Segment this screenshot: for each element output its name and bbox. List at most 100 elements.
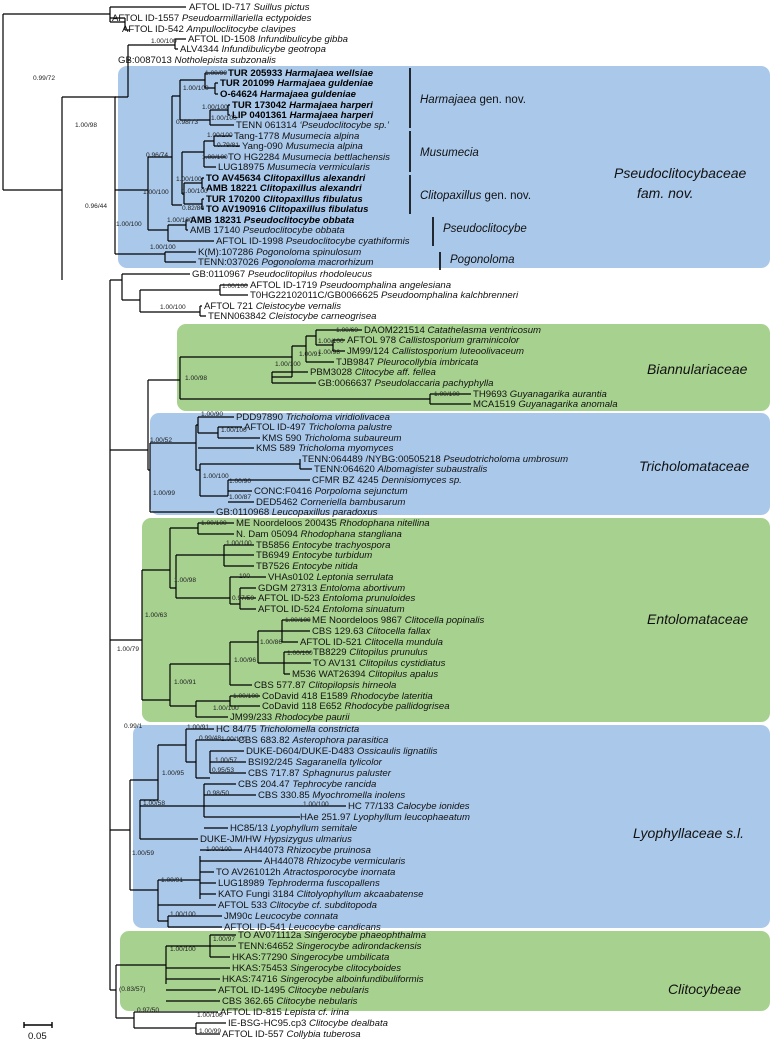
support-value: 1.00/100 xyxy=(222,283,248,290)
taxon-hc8475: HC 84/75 Tricholomella constricta xyxy=(216,724,359,735)
taxon-codavid118: CoDavid 118 E652 Rhodocybe pallidogrisea xyxy=(262,701,450,712)
taxon-code: AFTOL ID-497 xyxy=(244,422,309,433)
taxon-name: Asterophora parasitica xyxy=(291,735,388,746)
taxon-lug18989: LUG18989 Tephroderma fuscopallens xyxy=(218,878,380,889)
support-value: 1.00/100 xyxy=(202,154,228,161)
support-value: 1.00/63 xyxy=(145,612,167,619)
taxon-harm-harp2: LIP 0401361 Harmajaea harperi xyxy=(232,110,373,121)
taxon-name: Clitocybe cf. subditopoda xyxy=(270,900,377,911)
taxon-name: Clitopilus prunulus xyxy=(349,647,428,658)
support-value: 1.00/100 xyxy=(211,115,237,122)
taxon-aftol541: AFTOL ID-541 Leucocybe candicans xyxy=(224,922,381,933)
taxon-name: Corneriella bambusarum xyxy=(300,497,405,508)
taxon-name: Harmajaea harperi xyxy=(289,110,373,121)
taxon-code: AFTOL ID-815 xyxy=(220,1007,285,1018)
support-value: 1.00/57 xyxy=(215,757,237,764)
taxon-name: Clitocybe nebularis xyxy=(276,996,357,1007)
family-label-lyophyllaceae-name: Lyophyllaceae s.l. xyxy=(633,825,744,841)
support-value: 1.00/87 xyxy=(229,494,251,501)
support-value: 1.00/100 xyxy=(285,617,311,624)
support-value: 0.96/44 xyxy=(85,203,107,210)
taxon-name: Rhodophana stangliana xyxy=(301,529,402,540)
taxon-name: Singerocybe adirondackensis xyxy=(296,941,422,952)
taxon-aftol557: AFTOL ID-557 Collybia tuberosa xyxy=(222,1029,361,1040)
taxon-aftol1719: AFTOL ID-1719 Pseudoomphalina angelesian… xyxy=(250,280,451,291)
taxon-code: GB:0110967 xyxy=(192,269,248,280)
genus-brackets: Harmajaea gen. nov.MusumeciaClitopaxillu… xyxy=(409,68,531,270)
taxon-code: TENN:064489 /NYBG:00505218 xyxy=(302,454,443,465)
taxon-kato3184: KATO Fungi 3184 Clitolyophyllum akcaabat… xyxy=(218,889,424,900)
taxon-code: TO HG2284 xyxy=(228,152,282,163)
support-value: 1.00/100 xyxy=(434,391,460,398)
support-value: 1.00/91 xyxy=(174,679,196,686)
taxon-code: CBS 362.65 xyxy=(222,996,276,1007)
taxon-name: Pseudoomphalina kalchbrenneri xyxy=(381,290,519,301)
taxon-name: Guyanagarika anomala xyxy=(518,399,617,410)
taxon-code: GB:0110968 xyxy=(216,507,272,518)
taxon-code: Tang-1778 xyxy=(234,131,282,142)
taxon-code: TUR 173042 xyxy=(232,100,289,111)
taxon-av190916: TO AV190916 Clitopaxillus fibulatus xyxy=(206,204,368,215)
panel-biannulariaceae xyxy=(177,324,770,411)
taxon-name: Musumecia alpina xyxy=(282,131,359,142)
taxon-name: Tricholoma myomyces xyxy=(298,443,393,454)
taxon-jm99124: JM99/124 Callistosporium luteoolivaceum xyxy=(347,346,524,357)
taxon-cbs71787: CBS 717.87 Sphagnurus paluster xyxy=(248,768,392,779)
taxon-name: Clitolyophyllum akcaabatense xyxy=(297,889,424,900)
taxon-name: Notholepista subzonalis xyxy=(175,55,277,66)
taxon-code: DAOM221514 xyxy=(364,325,427,336)
taxon-code: TB5856 xyxy=(256,540,292,551)
genus-name: Harmajaea xyxy=(420,94,476,106)
taxon-code: CBS 330.85 xyxy=(258,790,312,801)
taxon-code: K(M):107286 xyxy=(198,247,256,258)
taxon-code: AFTOL ID-541 xyxy=(224,922,289,933)
taxon-av071112a: TO AV071112a Singerocybe phaeophthalma xyxy=(238,930,426,941)
taxon-code: CBS 204.47 xyxy=(238,779,292,790)
taxon-name: Clitocella mundula xyxy=(365,637,443,648)
taxon-ah44078: AH44078 Rhizocybe vermicularis xyxy=(264,856,406,867)
taxon-th9693: TH9693 Guyanagarika aurantia xyxy=(473,389,607,400)
support-value: 0.95/53 xyxy=(212,767,234,774)
support-value: 1.00/98 xyxy=(174,577,196,584)
taxon-cbs20447: CBS 204.47 Tephrocybe rancida xyxy=(238,779,376,790)
taxon-aftol721: AFTOL 721 Cleistocybe vernalis xyxy=(204,301,341,312)
taxon-code: DUKE-JM/HW xyxy=(200,834,264,845)
support-value: 1.00/100 xyxy=(182,188,208,195)
taxon-aftol1998: AFTOL ID-1998 Pseudoclitocybe cyathiform… xyxy=(216,236,410,247)
taxon-code: T0HG22102011C/GB0066625 xyxy=(250,290,381,301)
taxon-hkas77290: HKAS:77290 Singerocybe umbilicata xyxy=(232,952,389,963)
taxon-code: TENN:037026 xyxy=(198,257,261,268)
taxon-name: Hypsizygus ulmarius xyxy=(264,834,352,845)
taxon-concf0416: CONC:F0416 Porpoloma sejunctum xyxy=(254,486,408,497)
taxon-name: Singerocybe umbilicata xyxy=(290,952,389,963)
taxon-cbs36265: CBS 362.65 Clitocybe nebularis xyxy=(222,996,358,1007)
genus-label-pseudoclitocybe: Pseudoclitocybe xyxy=(443,223,527,235)
panel-pseudoclitocybaceae xyxy=(118,66,770,268)
support-value: 1.00/100 xyxy=(167,217,193,224)
support-value: 1.00/100 xyxy=(287,650,313,657)
taxon-name: Rhizocybe vermicularis xyxy=(307,856,406,867)
support-value: 0.99/72 xyxy=(33,75,55,82)
support-value: 0.79/81 xyxy=(217,142,239,149)
taxon-name: Clitocybe dealbata xyxy=(309,1018,388,1029)
taxon-name: Leucocybe candicans xyxy=(289,922,381,933)
taxon-name: Harmajaea guldeniae xyxy=(260,89,357,100)
taxon-kms589: KMS 589 Tricholoma myomyces xyxy=(256,443,394,454)
taxon-code: TENN:064620 xyxy=(314,464,377,475)
taxon-name: Tephroderma fuscopallens xyxy=(267,878,380,889)
support-value: 1.00/100 xyxy=(116,221,142,228)
taxon-ded5462: DED5462 Corneriella bambusarum xyxy=(256,497,405,508)
support-value: 1.00/100 xyxy=(203,473,229,480)
support-value: 1.00/100 xyxy=(221,427,247,434)
support-value: 1.00/98 xyxy=(185,375,207,382)
taxon-code: HC 84/75 xyxy=(216,724,259,735)
taxon-name: Rhodocybe pallidogrisea xyxy=(345,701,450,712)
taxon-code: GB:0066637 xyxy=(318,378,375,389)
taxon-code: JM90c xyxy=(224,911,255,922)
taxon-aftol533: AFTOL 533 Clitocybe cf. subditopoda xyxy=(218,900,377,911)
taxon-gdgm27313: GDGM 27313 Entoloma abortivum xyxy=(258,583,405,594)
support-value: 0.98/50 xyxy=(207,790,229,797)
genus-name: Clitopaxillus xyxy=(420,190,482,202)
taxon-code: AFTOL ID-1998 xyxy=(216,236,286,247)
